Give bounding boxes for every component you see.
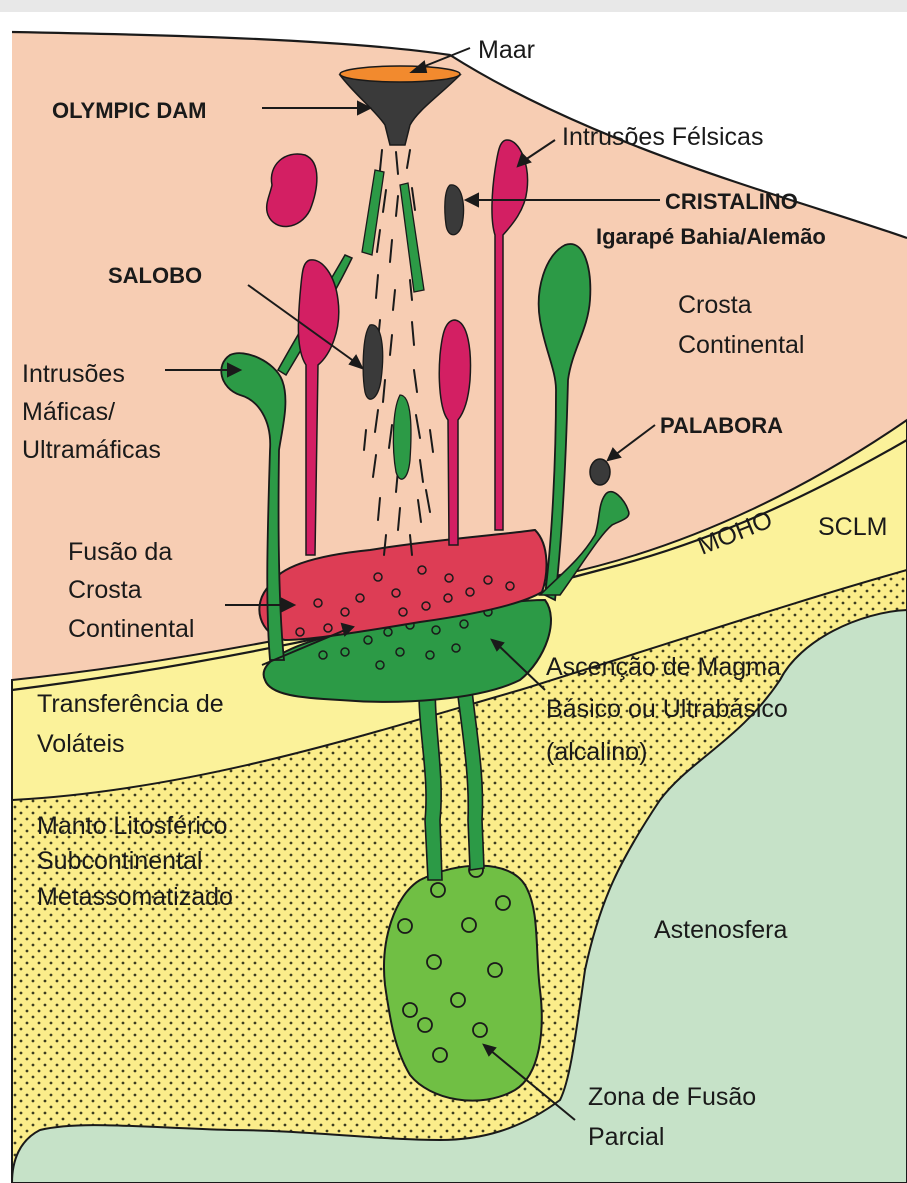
label-transferencia-1: Transferência de	[37, 690, 224, 718]
label-crosta-2: Continental	[678, 331, 804, 359]
label-intrusoes-maficas-3: Ultramáficas	[22, 436, 161, 464]
frame-strip	[0, 0, 907, 12]
label-salobo: SALOBO	[108, 263, 202, 288]
label-cristalino: CRISTALINO	[665, 189, 798, 214]
maar-crater	[340, 66, 460, 82]
label-fusao-2: Crosta	[68, 576, 142, 604]
label-intrusoes-maficas-2: Máficas/	[22, 398, 115, 426]
label-intrusoes-felsicas: Intrusões Félsicas	[562, 123, 763, 151]
salobo-deposit	[363, 325, 383, 399]
label-maar: Maar	[478, 36, 535, 64]
partial-melt-zone	[384, 866, 542, 1101]
label-transferencia-2: Voláteis	[37, 730, 125, 758]
label-fusao-1: Fusão da	[68, 538, 172, 566]
label-crosta-1: Crosta	[678, 291, 752, 319]
label-intrusoes-maficas-1: Intrusões	[22, 360, 125, 388]
label-zona-2: Parcial	[588, 1123, 664, 1151]
label-ascencao-3: (alcalino)	[546, 738, 647, 766]
label-palabora: PALABORA	[660, 413, 783, 438]
label-olympic-dam: OLYMPIC DAM	[52, 98, 206, 123]
label-manto-2: Subcontinental	[37, 847, 202, 875]
label-zona-1: Zona de Fusão	[588, 1083, 756, 1111]
label-igarape: Igarapé Bahia/Alemão	[596, 224, 826, 249]
label-astenosfera: Astenosfera	[654, 916, 788, 944]
label-sclm: SCLM	[818, 513, 887, 541]
label-ascencao-1: Ascenção de Magma	[546, 653, 781, 681]
cristalino-deposit	[445, 185, 464, 235]
label-ascencao-2: Básico ou Ultrabásico	[546, 695, 788, 723]
palabora-deposit	[590, 459, 610, 485]
pipe-dike-3	[393, 395, 411, 479]
label-manto-1: Manto Litosférico	[37, 812, 227, 840]
label-manto-3: Metassomatizado	[37, 883, 233, 911]
label-fusao-3: Continental	[68, 615, 194, 643]
